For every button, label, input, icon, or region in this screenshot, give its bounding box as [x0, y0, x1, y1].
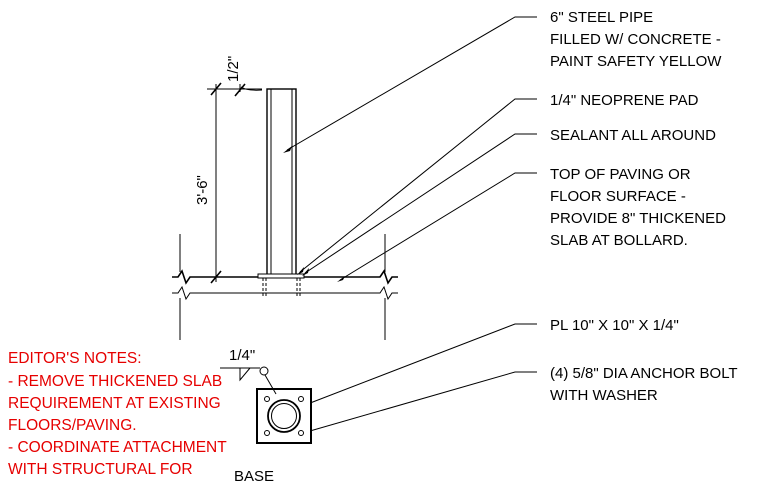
editor-note-line: REQUIREMENT AT EXISTING: [8, 395, 221, 412]
anchor-bolts-section: [262, 278, 301, 298]
dim-height-label: 3'-6": [194, 175, 211, 205]
paving-callout-line-1: TOP OF PAVING OR: [550, 166, 691, 183]
slab-bottom-line: [172, 285, 398, 301]
editor-note-line: - REMOVE THICKENED SLAB: [8, 373, 222, 390]
leaders: [286, 16, 537, 434]
pipe-callout-line-3: PAINT SAFETY YELLOW: [550, 53, 722, 70]
pipe-callout-line-2: FILLED W/ CONCRETE -: [550, 31, 721, 48]
base-plate-plan: [256, 388, 312, 444]
pipe-callout-line-1: 6" STEEL PIPE: [550, 9, 653, 26]
editor-note-line: FLOORS/PAVING.: [8, 417, 137, 434]
editor-notes-title: EDITOR'S NOTES:: [8, 350, 142, 367]
bolt-callout-line-2: WITH WASHER: [550, 387, 658, 404]
base-plate: [257, 273, 305, 279]
sealant-callout: SEALANT ALL AROUND: [550, 127, 716, 144]
paving-callout-line-2: FLOOR SURFACE -: [550, 188, 686, 205]
height-dimension: [207, 82, 263, 284]
paving-callout-line-4: SLAB AT BOLLARD.: [550, 232, 688, 249]
weld-size-label: 1/4": [229, 347, 255, 364]
base-label: BASE: [234, 468, 274, 481]
steel-pipe: [266, 88, 297, 276]
paving-callout-line-3: PROVIDE 8" THICKENED: [550, 210, 726, 227]
bolt-callout-line-1: (4) 5/8" DIA ANCHOR BOLT: [550, 365, 738, 382]
dim-top-label: 1/2": [225, 56, 242, 82]
editor-note-line: - COORDINATE ATTACHMENT: [8, 439, 227, 456]
pad-callout: 1/4" NEOPRENE PAD: [550, 92, 699, 109]
editor-note-line: WITH STRUCTURAL FOR: [8, 461, 193, 478]
plate-callout: PL 10" X 10" X 1/4": [550, 317, 679, 334]
weld-symbol: [220, 366, 277, 395]
